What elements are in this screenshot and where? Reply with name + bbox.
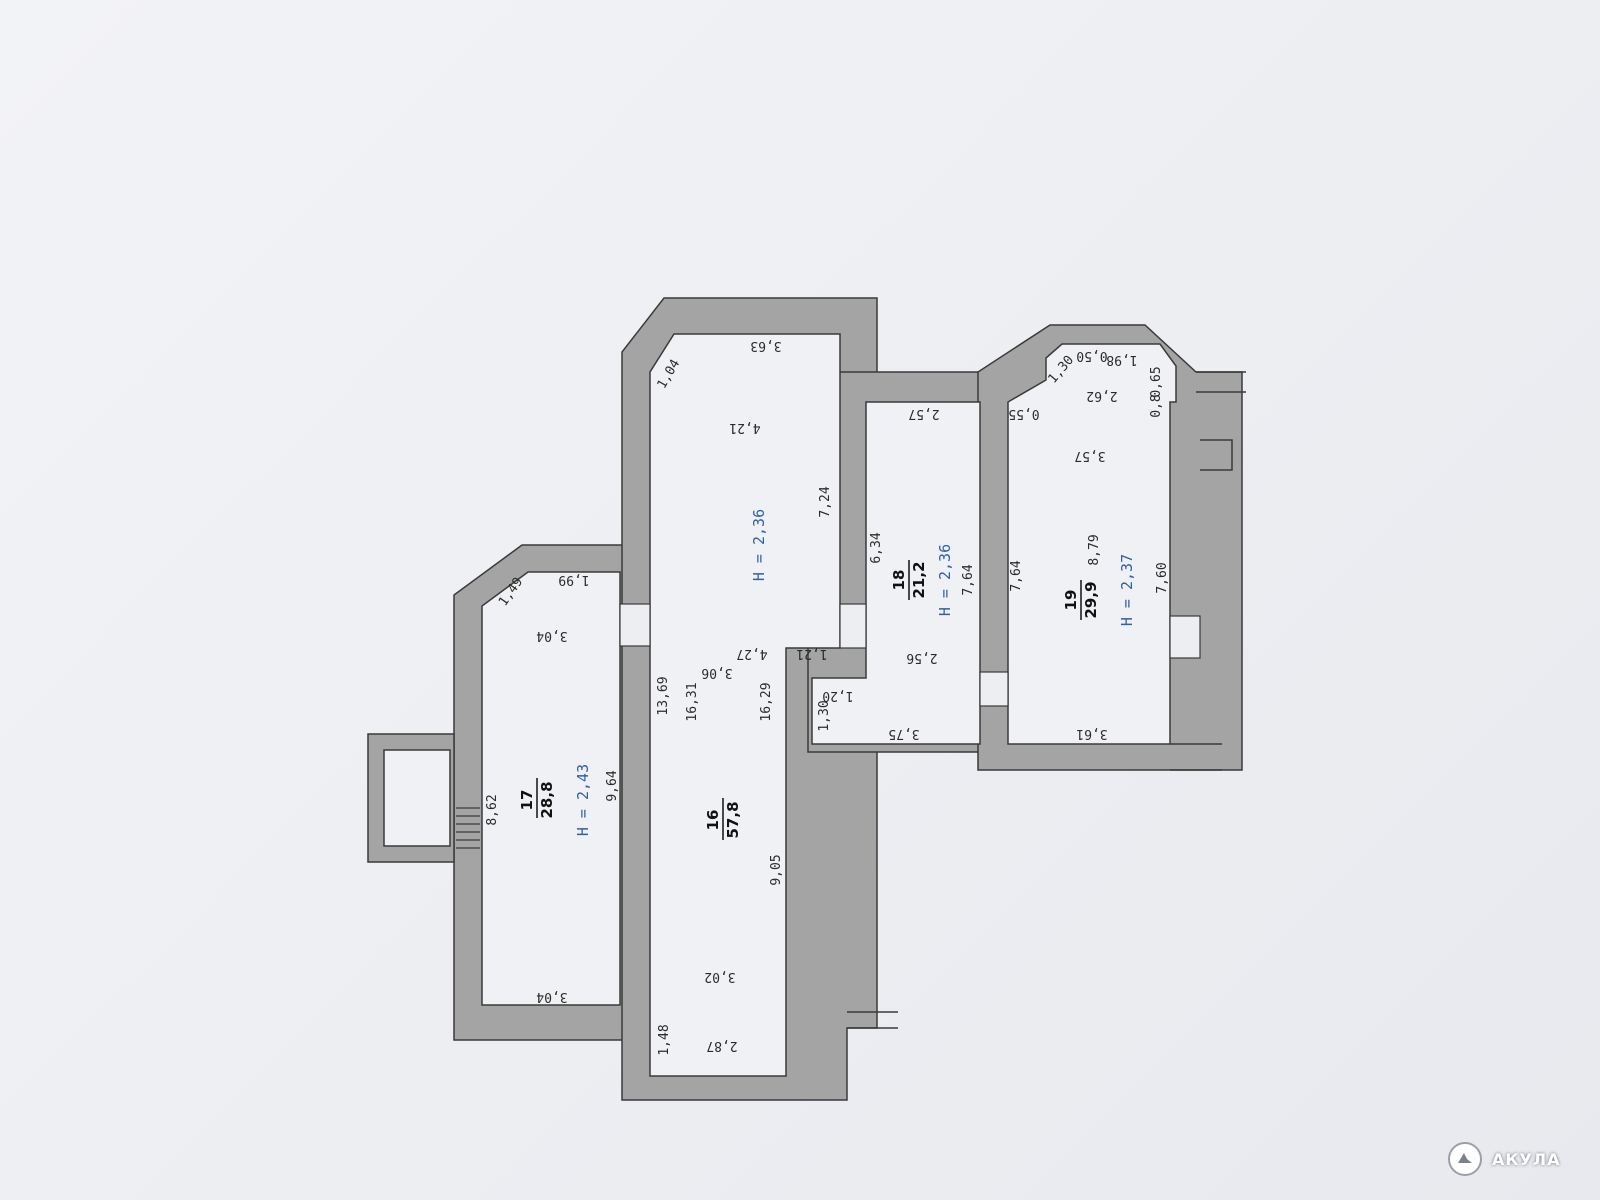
room-19-floor — [1007, 343, 1177, 745]
dim-label: 1,30 — [817, 700, 832, 731]
room-16-area: 57,8 — [724, 801, 742, 838]
dim-label: 3,57 — [1074, 448, 1105, 463]
dim-label: 2,57 — [908, 406, 939, 421]
room-17-height: H = 2,43 — [574, 764, 592, 836]
room-17-number: 17 — [518, 790, 536, 811]
room-19-label: 19 29,9 H = 2,37 — [1062, 554, 1136, 626]
room-16-label: 16 57,8 H = 2,36 — [704, 509, 768, 840]
dim-label: 8,79 — [1087, 534, 1102, 565]
room-16-height: H = 2,36 — [750, 509, 768, 581]
dim-label: 1,99 — [558, 572, 589, 587]
dim-label: 3,04 — [536, 989, 567, 1004]
dim-label: 0,8 — [1149, 394, 1164, 417]
room-19-height: H = 2,37 — [1118, 554, 1136, 626]
dim-label: 4,21 — [729, 420, 760, 435]
dim-label: 1,21 — [796, 646, 827, 661]
room-17-label: 17 28,8 H = 2,43 — [518, 764, 592, 836]
window-19 — [1169, 615, 1201, 659]
room-interiors — [383, 333, 1177, 1077]
stairs — [456, 807, 480, 849]
dim-label: 8,62 — [485, 794, 500, 825]
shark-icon — [1448, 1142, 1482, 1176]
dim-label: 13,69 — [656, 676, 671, 715]
dim-label: 2,62 — [1086, 388, 1117, 403]
room-18-number: 18 — [890, 570, 908, 591]
dim-label: 7,60 — [1155, 562, 1170, 593]
dim-label: 7,24 — [818, 486, 833, 517]
dim-label: 3,63 — [750, 338, 781, 353]
stair-box-inner — [383, 749, 451, 847]
dim-label: 0,50 — [1076, 348, 1107, 363]
dim-label: 0,55 — [1008, 406, 1039, 421]
room-17-area: 28,8 — [538, 781, 556, 818]
dim-label: 16,29 — [759, 682, 774, 721]
room-18-floor — [811, 401, 981, 745]
door-16-18 — [839, 603, 867, 649]
dim-label: 1,20 — [822, 688, 853, 703]
dim-label: 3,04 — [536, 628, 567, 643]
dim-label: 3,02 — [704, 969, 735, 984]
room-19-area: 29,9 — [1082, 581, 1100, 618]
dim-label: 2,56 — [906, 650, 937, 665]
dim-label: 6,34 — [869, 532, 884, 563]
dim-label: 1,98 — [1106, 352, 1137, 367]
room-19-number: 19 — [1062, 590, 1080, 611]
room-16-floor — [649, 333, 841, 1077]
exterior-wall-stubs — [847, 371, 1246, 1029]
brand-logo: АКУЛА — [1448, 1142, 1560, 1176]
room-18-label: 18 21,2 H = 2,36 — [890, 544, 954, 616]
dim-label: 4,27 — [736, 646, 767, 661]
room-18-area: 21,2 — [910, 561, 928, 598]
dim-label: 0,65 — [1149, 366, 1164, 397]
dim-label: 3,61 — [1076, 726, 1107, 741]
dimension-labels: 3,63 1,04 4,21 7,24 4,27 3,06 13,69 16,3… — [485, 338, 1170, 1056]
room-18-height: H = 2,36 — [936, 544, 954, 616]
dim-label: 3,06 — [701, 665, 732, 680]
dim-label: 9,05 — [769, 854, 784, 885]
dim-label: 7,64 — [1009, 560, 1024, 591]
logo-text: АКУЛА — [1492, 1149, 1561, 1169]
room-16-number: 16 — [704, 810, 722, 831]
dim-label: 16,31 — [685, 682, 700, 721]
dim-label: 9,64 — [605, 770, 620, 801]
dim-label: 3,75 — [888, 726, 919, 741]
door-17-16 — [619, 603, 651, 647]
openings — [619, 603, 1201, 707]
door-18-19 — [979, 671, 1009, 707]
dim-label: 7,64 — [961, 564, 976, 595]
dim-label: 1,48 — [657, 1024, 672, 1055]
dim-label: 2,87 — [706, 1038, 737, 1053]
room-17-floor — [481, 571, 621, 1006]
